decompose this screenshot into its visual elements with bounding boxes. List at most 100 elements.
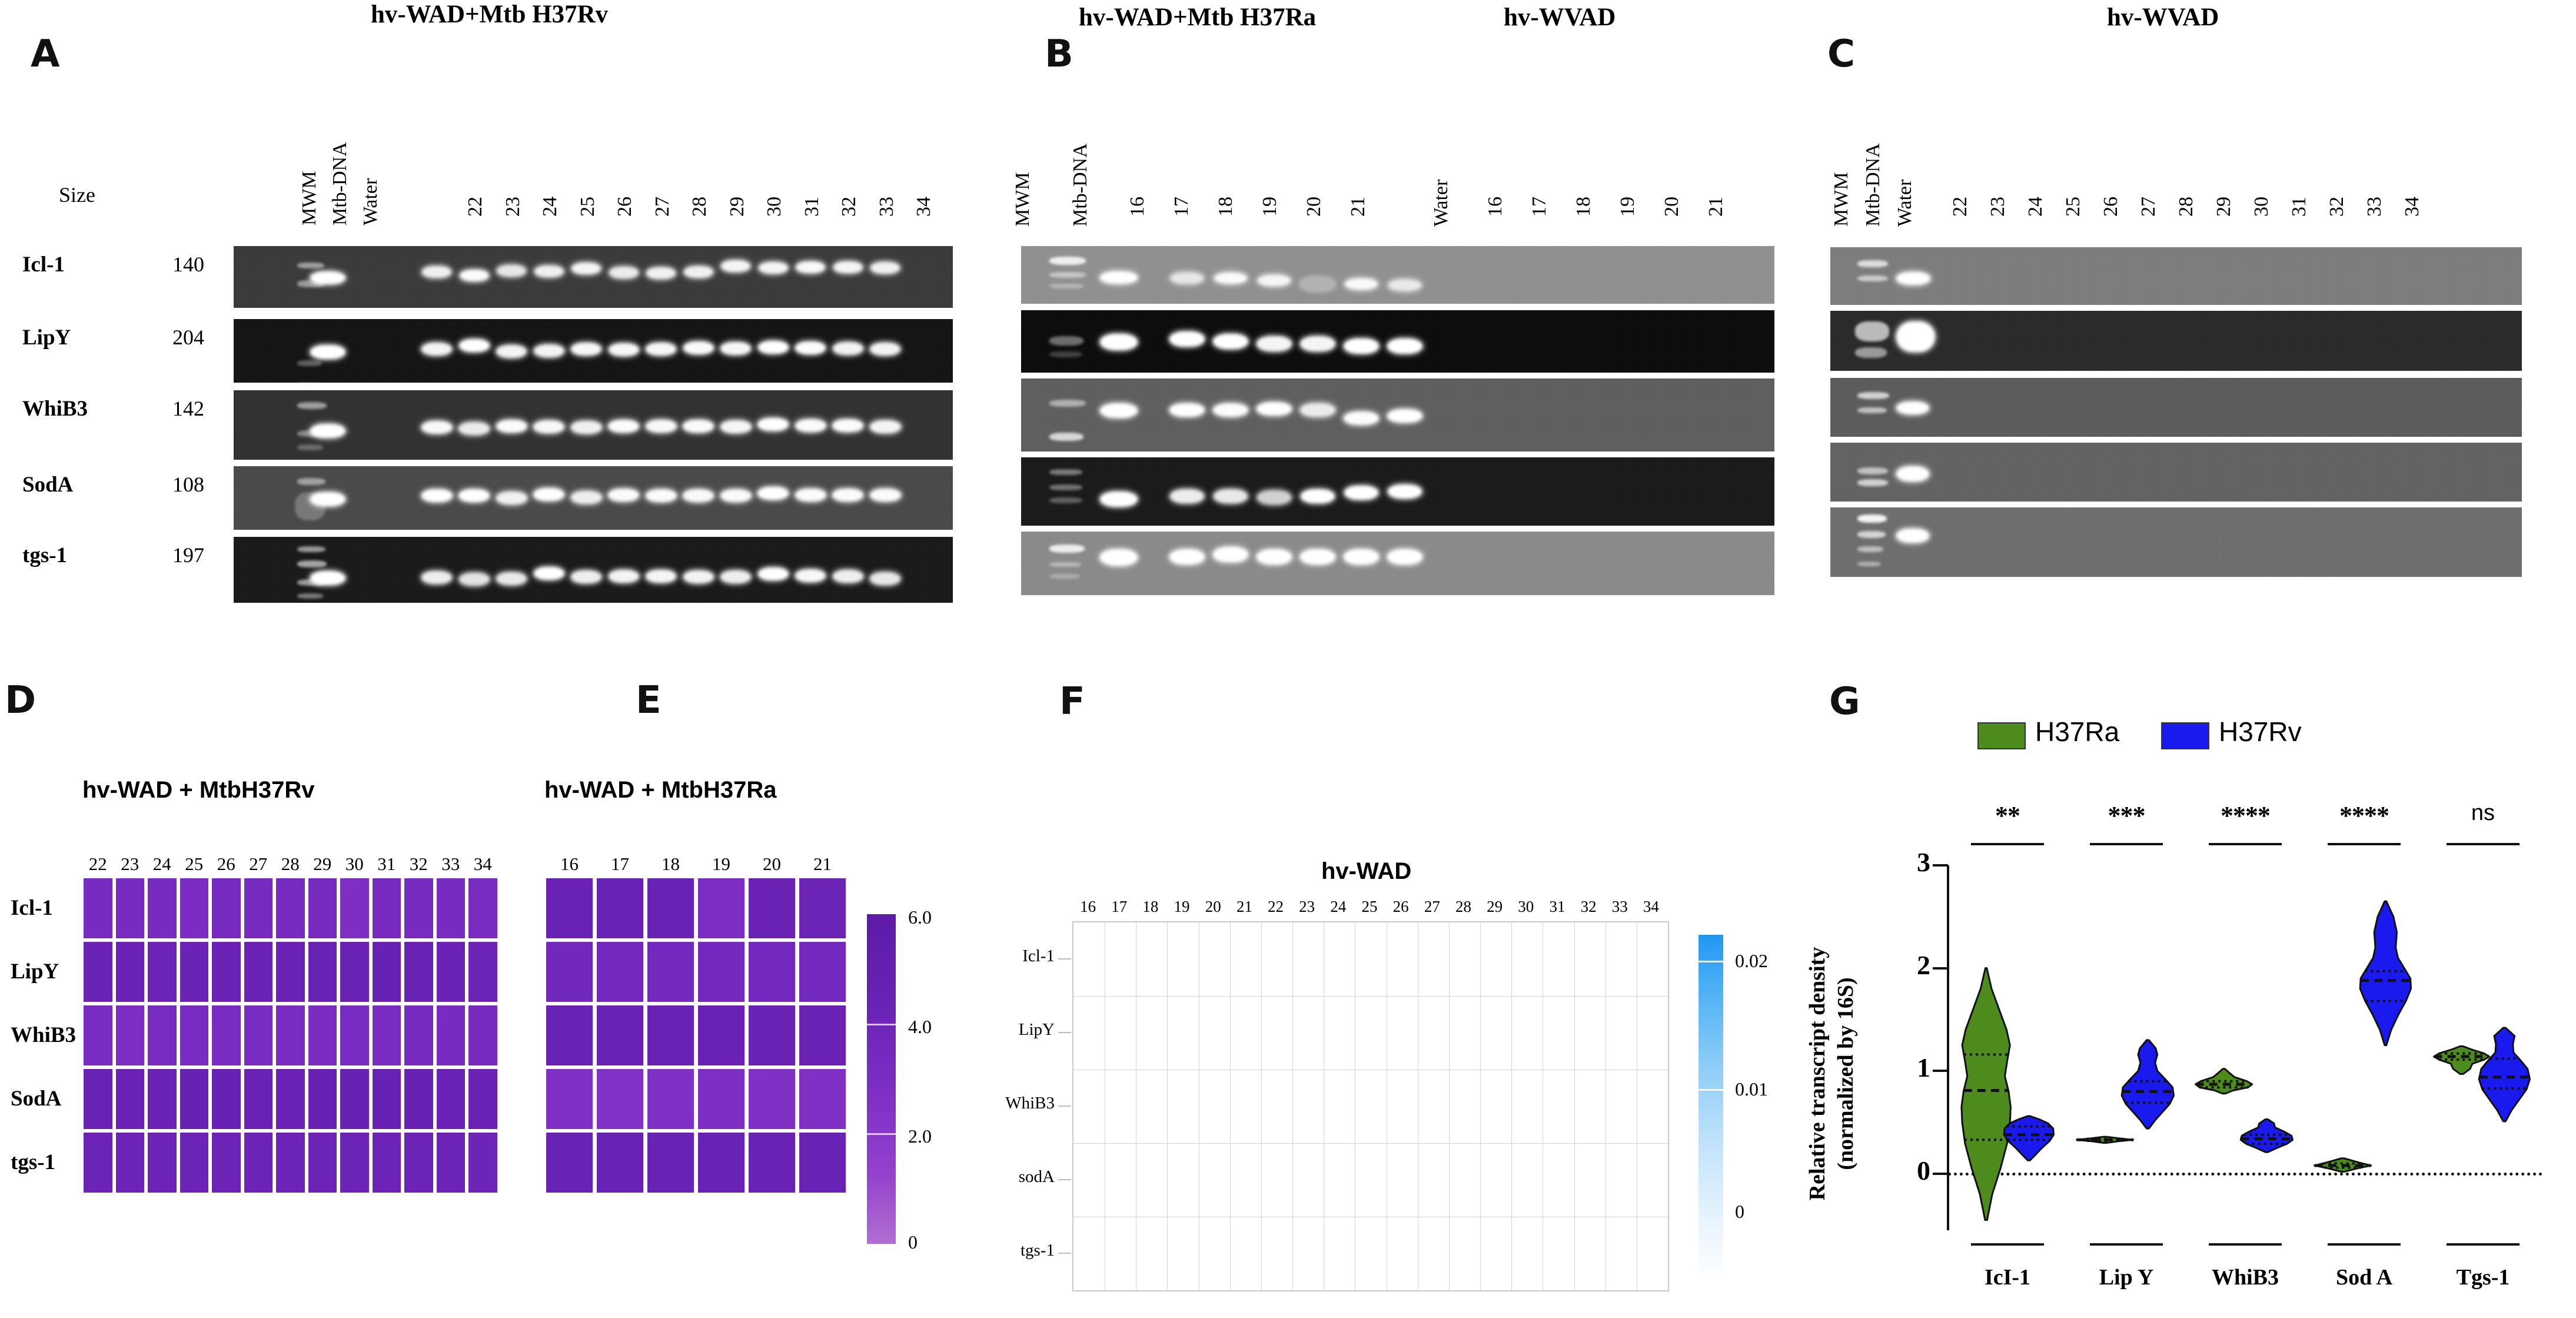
lane-label-27: 27 — [651, 197, 673, 217]
gel-band — [720, 342, 751, 355]
heatmap-cell — [115, 942, 144, 1002]
gel-noise — [1830, 443, 2522, 502]
f-row-label-Icl-1: Icl-1 — [1022, 946, 1055, 965]
heatmap-cell — [180, 878, 208, 938]
mw-marker-band — [297, 360, 322, 366]
f-col-label-17: 17 — [1111, 898, 1128, 915]
gel-band — [1100, 403, 1138, 418]
gel-band — [422, 266, 451, 278]
gel-band — [1100, 492, 1138, 507]
gel-band — [1896, 321, 1935, 352]
gel-a-row-4 — [234, 537, 953, 603]
mw-marker-band — [1049, 272, 1086, 278]
heatmap-cell — [404, 942, 433, 1002]
gel-c-row-0 — [1830, 247, 2522, 305]
f-col-label-18: 18 — [1142, 898, 1159, 915]
lane-label-b-r-17: 17 — [1528, 197, 1550, 217]
violin-H37Rv-Tgs-1 — [2478, 1027, 2531, 1123]
heatmap-cell — [340, 1005, 369, 1065]
gel-band — [608, 343, 639, 356]
mw-marker-band — [1049, 562, 1081, 567]
heatmap-cell — [276, 878, 305, 938]
lane-label-b-r-20: 20 — [1661, 197, 1683, 217]
heatmap-cell — [308, 942, 337, 1002]
panel-g-ylabel-line2: (normalized by 16S) — [1833, 977, 1858, 1170]
heatmap-cell — [84, 942, 112, 1002]
gene-label-LipY: LipY — [22, 326, 71, 350]
f-col-label-34: 34 — [1643, 898, 1659, 915]
hm-col-label-29: 29 — [313, 854, 332, 874]
gel-band — [459, 270, 489, 281]
gel-band — [533, 420, 564, 433]
gel-band — [1301, 278, 1334, 290]
heatmap-cell — [546, 1005, 593, 1065]
violin-H37Rv-Sod A — [2359, 900, 2412, 1047]
gene-size-SodA: 108 — [172, 473, 204, 496]
gel-band — [571, 343, 601, 356]
gel-band — [496, 492, 527, 504]
heatmap-cell — [115, 1005, 144, 1065]
heatmap-cell — [244, 1133, 272, 1193]
gel-band — [1388, 484, 1422, 499]
gel-noise — [234, 537, 953, 603]
g-x-group-bar — [2090, 1243, 2163, 1246]
heatmap-cell — [404, 1133, 433, 1193]
colorbar-tick-0: 0 — [908, 1231, 918, 1253]
heatmap-cell — [115, 1069, 144, 1129]
gel-band — [683, 570, 714, 583]
gel-band — [571, 570, 601, 583]
gel-band — [1300, 336, 1335, 351]
lane-label-30: 30 — [763, 197, 785, 217]
mw-marker-band — [1857, 275, 1888, 281]
panel-f-grid — [1072, 921, 1669, 1292]
f-col-label-19: 19 — [1174, 898, 1190, 915]
gel-band — [458, 422, 490, 435]
heatmap-cell — [308, 1133, 337, 1193]
f-col-label-26: 26 — [1392, 898, 1409, 915]
gel-band — [1344, 549, 1379, 565]
mw-marker-band — [1857, 531, 1886, 538]
mw-marker-band — [297, 546, 325, 552]
gel-band — [608, 420, 639, 433]
gel-band — [458, 339, 490, 352]
hm-col-label-e-19: 19 — [712, 854, 730, 874]
f-row-tick — [1058, 958, 1071, 960]
heatmap-cell — [308, 1069, 337, 1129]
f-col-label-23: 23 — [1299, 898, 1315, 915]
heatmap-cell — [115, 878, 144, 938]
heatmap-cell — [468, 1133, 497, 1193]
lane-label-c-32: 32 — [2326, 197, 2348, 217]
gel-a-row-1 — [234, 319, 953, 383]
lane-label-c-29: 29 — [2213, 197, 2235, 217]
violin-H37Ra-WhiB3 — [2195, 1068, 2253, 1095]
violin-H37Rv-Lip Y — [2120, 1039, 2175, 1130]
gel-band — [720, 570, 751, 583]
heatmap-cell — [244, 942, 272, 1002]
gel-band — [533, 488, 564, 501]
mw-marker-band — [1049, 257, 1086, 265]
mw-marker-band — [1049, 400, 1086, 407]
lane-label-c-24: 24 — [2025, 197, 2046, 217]
heatmap-cell — [276, 1133, 305, 1193]
gel-band — [870, 343, 900, 356]
f-col-label-32: 32 — [1580, 898, 1597, 915]
gel-band — [1257, 402, 1292, 416]
heatmap-cell — [436, 878, 465, 938]
f-grid-vline — [1229, 922, 1231, 1290]
lane-label-b-l-17: 17 — [1171, 197, 1192, 217]
heatmap-cell — [340, 1069, 369, 1129]
heatmap-cell — [404, 1005, 433, 1065]
f-col-label-24: 24 — [1330, 898, 1347, 915]
heatmap-cell — [468, 942, 497, 1002]
heatmap-cell — [308, 878, 337, 938]
heatmap-cell — [698, 1133, 744, 1193]
lane-label-c-28: 28 — [2175, 197, 2197, 217]
gene-size-LipY: 204 — [172, 326, 204, 349]
mw-marker-band — [297, 444, 323, 450]
gel-band — [608, 570, 639, 583]
gel-noise — [1021, 246, 1774, 304]
gel-band — [646, 343, 676, 356]
f-row-label-WhiB3: WhiB3 — [1005, 1093, 1055, 1113]
panel-f-title: hv-WAD — [1321, 858, 1412, 884]
lane-label-25: 25 — [576, 197, 599, 217]
